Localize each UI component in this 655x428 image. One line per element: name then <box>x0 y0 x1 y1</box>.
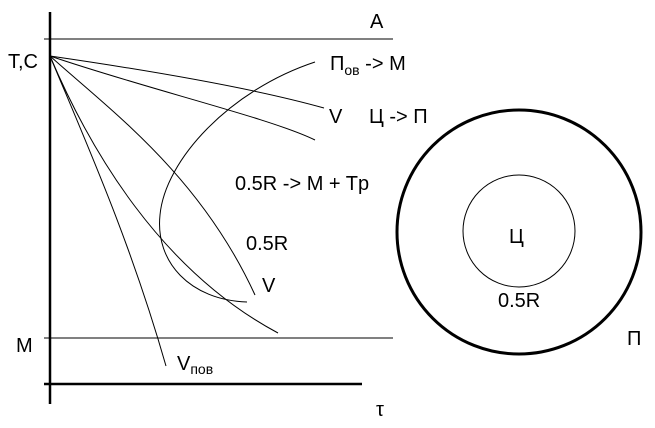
label-half-radius-curve: 0.5R <box>246 233 288 255</box>
label-surface-sub: ов <box>344 62 359 78</box>
label-circle-half-radius: 0.5R <box>498 290 540 312</box>
curve-v-lower <box>49 55 279 334</box>
curve-v-upper <box>49 55 316 141</box>
label-v-lower: V <box>262 275 276 297</box>
label-a: A <box>370 11 384 33</box>
label-v-surface-main: V <box>177 353 191 375</box>
label-v-surface-sub: пов <box>190 361 213 377</box>
label-circle-center: Ц <box>509 226 524 248</box>
label-surface-suffix: -> M <box>360 53 406 75</box>
label-v-upper: V <box>329 106 343 128</box>
label-center-to-surface: Ц -> П <box>369 106 428 128</box>
label-circle-surface: П <box>627 328 641 350</box>
curve-surface-to-m <box>49 55 325 109</box>
curve-half-radius <box>49 55 256 296</box>
curve-v-surface <box>49 55 167 367</box>
half-radius-circle <box>462 174 576 288</box>
label-surface-to-m: Пов -> M <box>330 53 406 78</box>
label-half-radius-transition: 0.5R -> M + Tp <box>235 173 369 195</box>
label-surface-main: П <box>330 53 344 75</box>
label-origin: T,C <box>8 51 38 73</box>
label-v-surface: Vпов <box>177 353 213 377</box>
transition-boundary-curve <box>159 61 316 303</box>
label-tau: τ <box>376 399 384 421</box>
label-m: M <box>16 335 33 357</box>
outer-surface-circle <box>395 108 643 356</box>
